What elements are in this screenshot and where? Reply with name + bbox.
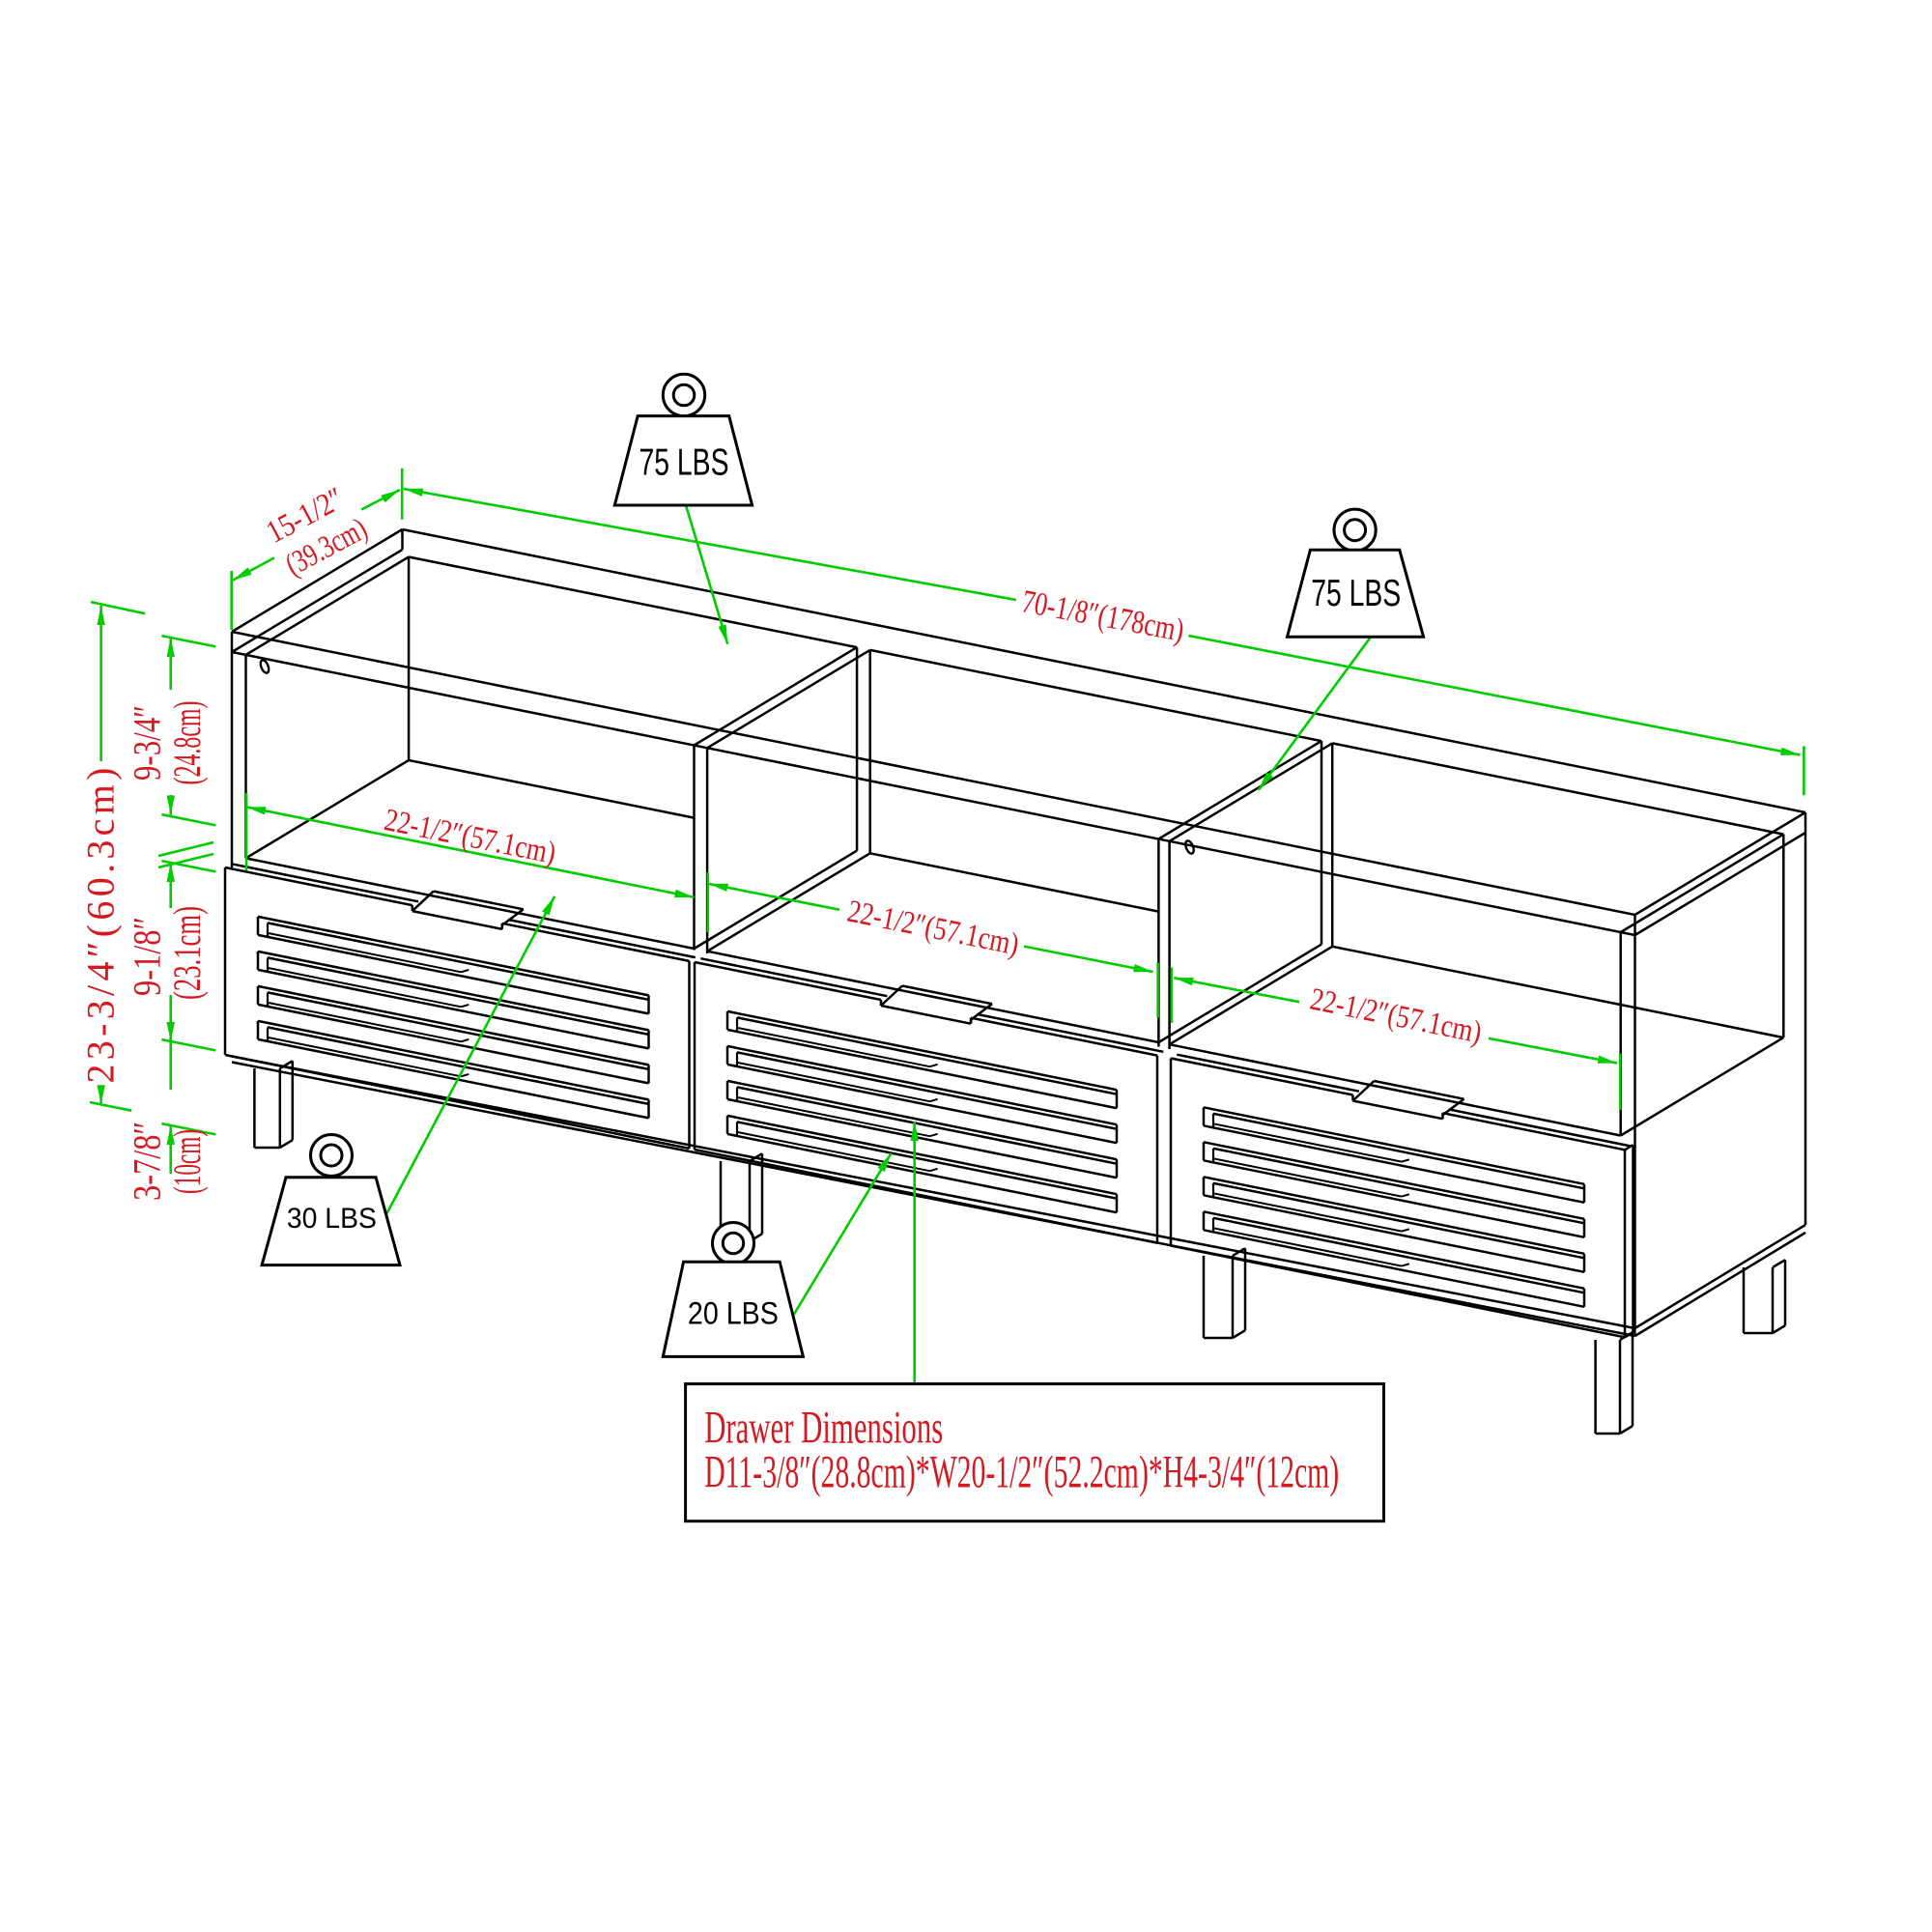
svg-text:D11-3/8″(28.8cm)*W20-1/2″(52.2: D11-3/8″(28.8cm)*W20-1/2″(52.2cm)*H4-3/4… xyxy=(704,1447,1339,1498)
svg-text:(24.8cm): (24.8cm) xyxy=(165,701,209,785)
svg-text:30 LBS: 30 LBS xyxy=(287,1203,377,1235)
svg-text:75 LBS: 75 LBS xyxy=(1311,573,1401,614)
svg-text:(23.1cm): (23.1cm) xyxy=(165,906,209,1000)
svg-text:9-3/4″: 9-3/4″ xyxy=(126,705,169,781)
svg-text:9-1/8″: 9-1/8″ xyxy=(126,917,169,996)
svg-text:75 LBS: 75 LBS xyxy=(639,442,729,484)
svg-text:3-7/8″: 3-7/8″ xyxy=(126,1122,169,1201)
svg-text:Drawer Dimensions: Drawer Dimensions xyxy=(704,1403,943,1454)
svg-text:23-3/4″(60.3cm): 23-3/4″(60.3cm) xyxy=(79,768,123,1084)
svg-text:(10cm): (10cm) xyxy=(165,1129,209,1194)
svg-text:20 LBS: 20 LBS xyxy=(688,1296,779,1331)
